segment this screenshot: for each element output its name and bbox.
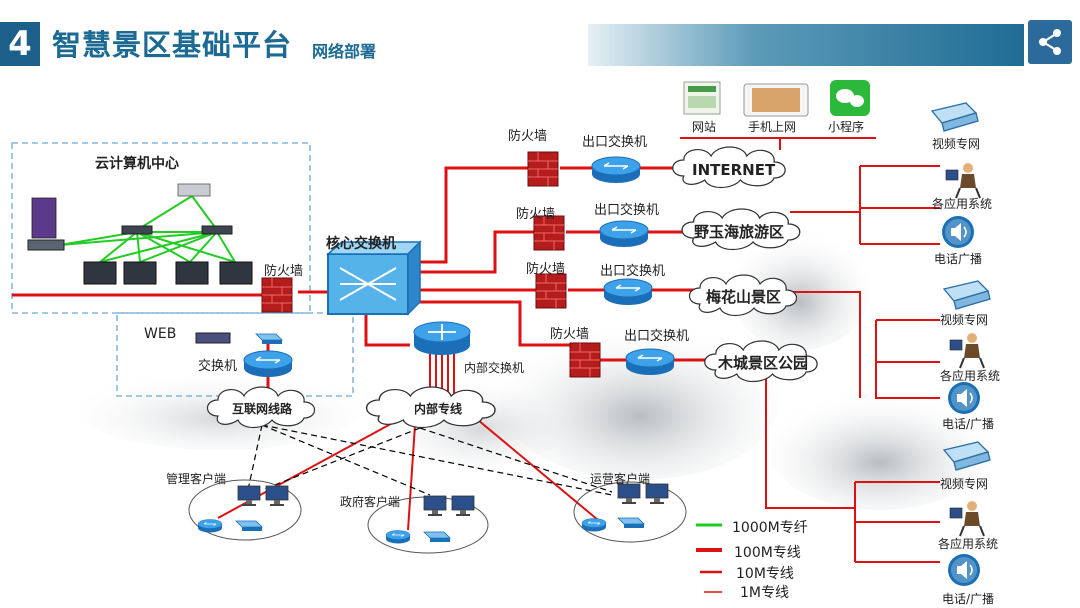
area-links [680, 137, 940, 563]
website-icon [683, 81, 721, 115]
miniprogram-icon [830, 80, 870, 116]
section-number: 4 [0, 22, 40, 66]
web-server-icon [195, 332, 231, 344]
phone-label: 电话/广播 [942, 592, 994, 606]
exit-switch-icon [603, 278, 653, 306]
apps-label: 各应用系统 [932, 196, 992, 211]
firewall-label: 防火墙 [550, 326, 589, 342]
exit-switch-label: 出口交换机 [600, 263, 665, 279]
operator-icon [949, 332, 985, 369]
video-label: 视频专网 [932, 136, 980, 151]
header-banner [588, 24, 1024, 66]
legend-label: 100M专线 [734, 545, 801, 561]
exit-switch-icon [599, 220, 649, 248]
apps-label: 各应用系统 [938, 536, 998, 551]
video-label: 视频专网 [940, 312, 988, 327]
cloud-center-box [11, 142, 311, 314]
phone-label: 电话/广播 [942, 417, 994, 431]
firewall-label: 防火墙 [526, 261, 565, 277]
manage-client-label: 管理客户端 [166, 471, 226, 486]
firewall-icon [569, 342, 601, 378]
gov-client-group [367, 495, 489, 554]
ops-client-label: 运营客户端 [590, 471, 650, 486]
page-title: 智慧景区基础平台 [52, 28, 293, 62]
internet-line-label: 互联网线路 [232, 401, 293, 416]
firewall-icon [527, 151, 559, 187]
area3-label: 木城景区公园 [717, 354, 808, 372]
operator-icon [949, 500, 985, 537]
internal-switch-label: 内部交换机 [464, 360, 524, 375]
speaker-icon [947, 553, 981, 587]
miniprogram-label: 小程序 [828, 119, 864, 134]
legend-label: 10M专线 [736, 566, 794, 582]
share-icon [1039, 29, 1061, 55]
legend-label: 1000M专纤 [732, 520, 808, 536]
web-label: WEB [144, 326, 176, 342]
gov-client-label: 政府客户端 [340, 494, 400, 509]
internal-line-label: 内部专线 [414, 401, 462, 416]
switch-icon [255, 333, 283, 345]
firewall-icon [535, 273, 567, 309]
exit-switch-label: 出口交换机 [624, 328, 689, 344]
speaker-icon [941, 215, 975, 249]
website-label: 网站 [692, 120, 716, 134]
core-switch-icon [325, 240, 422, 316]
manage-client-group [188, 479, 302, 541]
apps-label: 各应用系统 [940, 368, 1000, 383]
legend-label: 1M专线 [740, 585, 789, 601]
video-label: 视频专网 [940, 476, 988, 491]
video-camera-icon [931, 102, 979, 132]
page-subtitle: 网络部署 [312, 42, 377, 61]
mobile-label: 手机上网 [748, 120, 796, 134]
switch-label: 交换机 [198, 358, 237, 374]
internet-label: INTERNET [692, 161, 776, 179]
video-camera-icon [943, 280, 991, 310]
mobile-icon [743, 83, 809, 117]
area2-label: 梅花山景区 [706, 288, 781, 306]
speaker-icon [947, 381, 981, 415]
exit-switch-icon [591, 156, 641, 184]
cloud-center-label: 云计算机中心 [95, 155, 179, 172]
fiber-links [59, 195, 236, 263]
firewall-label: 防火墙 [508, 128, 547, 144]
ops-client-group [573, 481, 687, 543]
phone-label: 电话广播 [934, 252, 982, 266]
share-button[interactable] [1028, 20, 1072, 64]
exit-switch-icon [625, 348, 675, 376]
operator-icon [945, 162, 981, 199]
cloud-server-devices [27, 183, 253, 285]
internet-links [247, 424, 613, 496]
firewall-label: 防火墙 [516, 206, 555, 222]
legend: 1000M专纤 100M专线 10M专线 1M专线 [696, 520, 808, 601]
exit-switch-label: 出口交换机 [594, 202, 659, 218]
core-switch-label: 核心交换机 [326, 235, 396, 252]
internal-router-icon [413, 321, 471, 355]
switch-icon [243, 350, 293, 378]
area1-label: 野玉海旅游区 [694, 223, 784, 241]
firewall-icon [261, 277, 293, 313]
firewall-label: 防火墙 [264, 263, 303, 279]
exit-switch-label: 出口交换机 [582, 134, 647, 150]
